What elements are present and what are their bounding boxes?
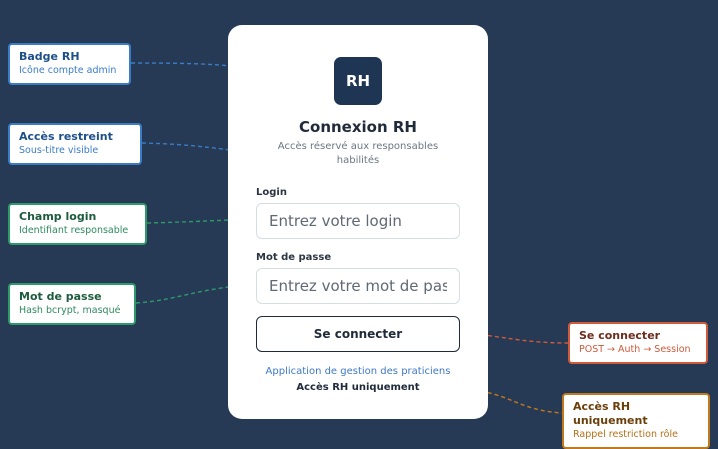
annotation-badge: Badge RH Icône compte admin bbox=[8, 43, 131, 85]
password-input[interactable] bbox=[256, 268, 460, 304]
footer-note: Accès RH uniquement bbox=[296, 382, 420, 393]
annotation-title: Accès restreint bbox=[19, 130, 113, 143]
annotation-subtitle: Icône compte admin bbox=[19, 65, 117, 76]
page-subtitle: Accès réservé aux responsables habilités bbox=[277, 141, 439, 166]
annotation-submit: Se connecter POST → Auth → Session bbox=[568, 322, 708, 364]
annotation-login: Champ login Identifiant responsable bbox=[8, 203, 147, 245]
login-card: RH Connexion RH Accès réservé aux respon… bbox=[228, 25, 488, 419]
annotation-title: Accès RH uniquement bbox=[573, 400, 648, 427]
annotation-title: Mot de passe bbox=[19, 290, 102, 303]
login-input[interactable] bbox=[256, 203, 460, 239]
rh-badge-icon: RH bbox=[334, 57, 382, 105]
login-label: Login bbox=[256, 187, 287, 198]
login-button[interactable]: Se connecter bbox=[256, 316, 460, 352]
footer-app-link[interactable]: Application de gestion des praticiens bbox=[265, 366, 451, 377]
annotation-subtitle: Rappel restriction rôle bbox=[573, 429, 678, 440]
annotation-title: Champ login bbox=[19, 210, 97, 223]
annotation-subtitle: Sous-titre visible bbox=[19, 145, 99, 156]
annotation-subtitle: Hash bcrypt, masqué bbox=[19, 305, 121, 316]
annotation-password: Mot de passe Hash bcrypt, masqué bbox=[8, 283, 136, 325]
annotation-title: Se connecter bbox=[579, 329, 661, 342]
password-label: Mot de passe bbox=[256, 252, 332, 263]
annotation-title: Badge RH bbox=[19, 50, 80, 63]
annotation-restricted: Accès restreint Sous-titre visible bbox=[8, 123, 142, 165]
page-title: Connexion RH bbox=[299, 118, 417, 136]
annotation-subtitle: Identifiant responsable bbox=[19, 225, 129, 236]
annotation-subtitle: POST → Auth → Session bbox=[579, 344, 691, 355]
annotation-footer: Accès RH uniquement Rappel restriction r… bbox=[562, 393, 710, 449]
